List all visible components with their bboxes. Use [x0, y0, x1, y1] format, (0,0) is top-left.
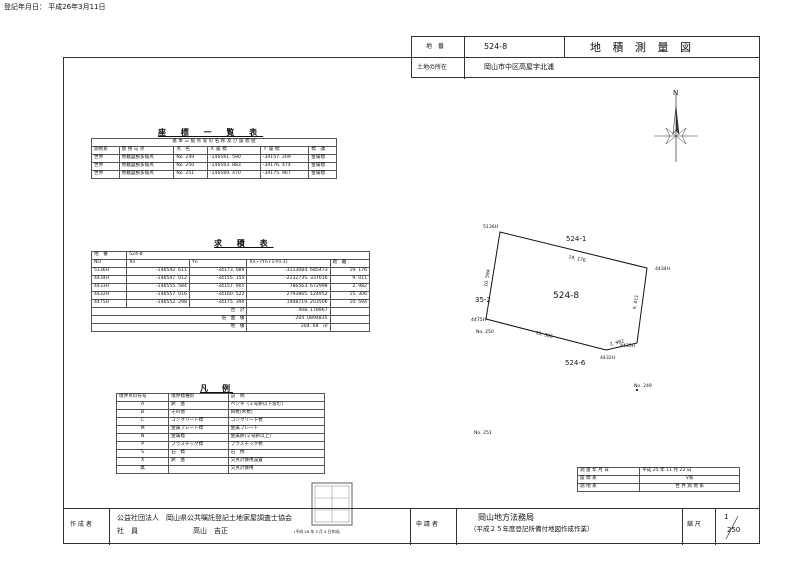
- applicant-office: 岡山地方法務局: [478, 513, 534, 522]
- location-label: 土地の所在: [417, 64, 448, 71]
- scale-denominator: 250: [727, 526, 741, 534]
- seal-stamp-icon: [311, 482, 353, 526]
- creator-org: 公益社団法人 岡山県公共嘱託登記土地家屋調査士協会: [117, 514, 292, 522]
- coord-table: 基 本 三 角 点 等 の 名 称 及 び 座 標 値 測地系使 用 与 点点 …: [91, 138, 337, 179]
- coord-table-title: 座 標 一 覧 表: [158, 128, 264, 137]
- document-title: 地 積 測 量 図: [590, 41, 695, 54]
- scale-fraction-slash: [725, 515, 739, 540]
- point-5136h: 5136H: [483, 225, 499, 230]
- control-point: No. 251: [474, 431, 492, 436]
- applicant-label: 申 請 者: [416, 521, 438, 528]
- lot-label: 地 番: [426, 43, 445, 50]
- lot-value: 524-8: [484, 42, 508, 51]
- table-row: 4434H-146547. 012-34155. 155-2232735. 33…: [90, 275, 371, 284]
- registration-date: 登記年月日： 平成26年3月11日: [4, 3, 106, 11]
- point-4475h: 4475H: [471, 318, 487, 323]
- location-value: 岡山市中区高屋字北浦: [484, 63, 554, 71]
- creator-label: 作 成 者: [70, 521, 92, 528]
- stamp-date: (平成 26 年 3 月 4 日作成): [294, 529, 341, 534]
- scale-label: 縮 尺: [687, 521, 701, 528]
- legend-header-row: 境界点の符号境界標種別説 明: [115, 393, 326, 402]
- north-arrow-icon: [654, 94, 698, 162]
- point-4432h: 4432H: [600, 356, 616, 361]
- member-role: 社 員: [117, 527, 138, 535]
- table-row: 測 量 年 月 日平成 25 年 11 月 22 日: [576, 467, 740, 476]
- parcel-drawing: [485, 231, 648, 392]
- area-table-title: 求 積 表: [214, 239, 274, 248]
- scale-numerator: 1: [724, 513, 729, 521]
- table-row: 測 地 系世 界 測 地 系: [576, 483, 740, 492]
- header-box: 地 番 524-8 地 積 測 量 図 土地の所在 岡山市中区高屋字北浦: [411, 36, 760, 79]
- member-name: 高山 吉正: [193, 527, 228, 535]
- point-4433h: 4433H: [620, 344, 636, 349]
- north-label: N: [673, 89, 679, 97]
- neighbor-lot: 524-1: [566, 235, 587, 243]
- neighbor-lot: 35-2: [475, 296, 491, 304]
- table-row: 5136H-146542. 611-34173. 089-3113084. 68…: [90, 267, 371, 276]
- applicant-project: （平成２５年度登記所備付地図作成作業）: [470, 525, 594, 533]
- footer-bar: [63, 508, 760, 545]
- control-point: No. 249: [634, 384, 652, 389]
- control-point: No. 250: [476, 330, 494, 335]
- table-row: 無交点計算用: [115, 465, 326, 474]
- coord-subtitle: 基 本 三 角 点 等 の 名 称 及 び 座 標 値: [91, 138, 337, 147]
- legend-title: 凡 例: [200, 384, 233, 393]
- point-4434h: 4434H: [655, 267, 671, 272]
- lot-main-label: 524-8: [553, 291, 580, 301]
- neighbor-lot: 524-6: [565, 359, 586, 367]
